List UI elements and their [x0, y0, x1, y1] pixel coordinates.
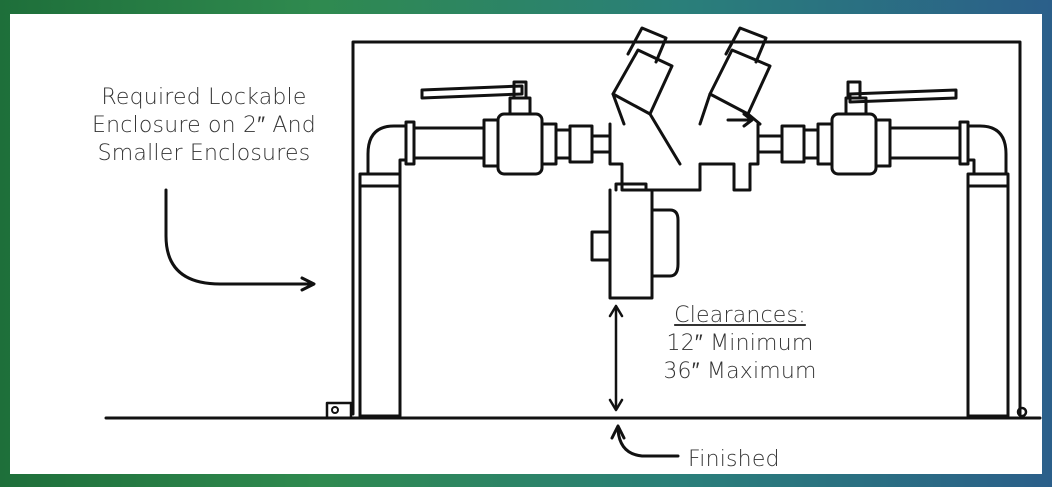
relief-valve [590, 182, 680, 300]
left-ball-valve [420, 80, 572, 176]
enclosure-outline [351, 40, 1022, 416]
clearance-minimum: 12″ Minimum [666, 331, 814, 356]
diagram-panel: Required Lockable Enclosure on 2″ And Sm… [10, 14, 1042, 474]
enclosure-note-line-1: Required Lockable [101, 85, 307, 110]
backflow-preventer-diagram [104, 26, 1042, 458]
enclosure-note-line-2: Enclosure on 2″ And [92, 113, 316, 138]
clearance-maximum: 36″ Maximum [663, 359, 817, 384]
clearances-heading: Clearances: [674, 303, 806, 328]
left-riser-pipe [358, 120, 486, 418]
enclosure-lock-hole [331, 406, 339, 414]
right-riser-pipe [888, 120, 1010, 418]
left-union-nut [568, 124, 594, 164]
right-union-nut [780, 124, 806, 164]
enclosure-note-line-3: Smaller Enclosures [97, 141, 311, 166]
enclosure-lock [325, 401, 353, 420]
check-valve-body [608, 26, 772, 192]
enclosure-callout-arrow [164, 188, 316, 292]
enclosure-note: Required Lockable Enclosure on 2″ And Sm… [54, 84, 354, 168]
grade-callout-arrow [610, 424, 680, 458]
clearance-dimension-arrow [608, 304, 624, 412]
enclosure-hinge [1016, 406, 1028, 418]
clearances-label: Clearances: 12″ Minimum 36″ Maximum [640, 302, 840, 386]
finished-grade-label: Finished [688, 447, 780, 472]
